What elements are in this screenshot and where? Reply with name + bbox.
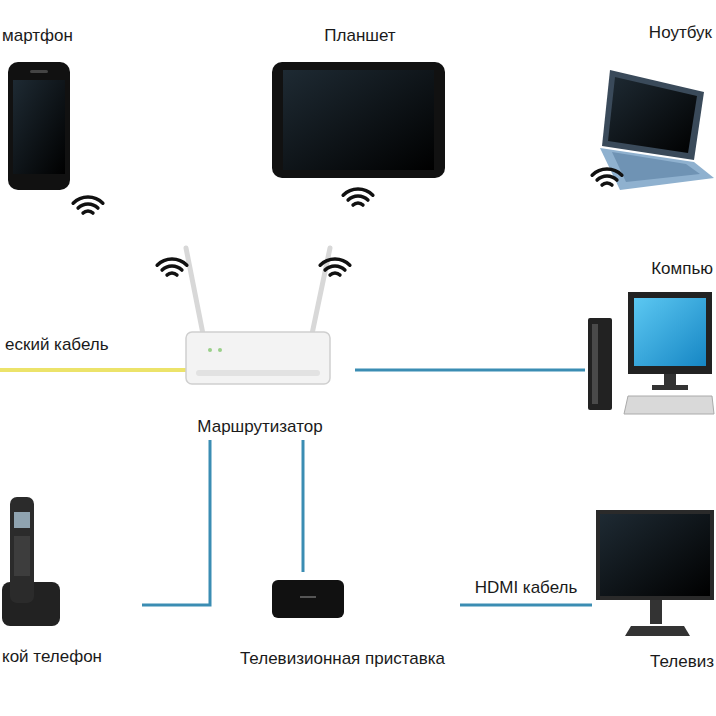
device-label: Телевизионная приставка: [240, 648, 445, 670]
laptop-icon: [608, 77, 697, 153]
router-icon: [186, 248, 203, 334]
cable-label: HDMI кабель: [472, 577, 581, 599]
router-icon: [186, 332, 330, 384]
tv-box-icon: [272, 580, 344, 618]
device-label: Компью: [651, 258, 713, 280]
router-node: Маршрутизатор: [165, 240, 355, 440]
computer-icon: [588, 318, 612, 410]
wifi-sign: [73, 197, 103, 213]
laptop-icon: [612, 152, 700, 182]
wifi-sign: [343, 189, 373, 205]
phone-node: кой телефон: [2, 490, 142, 670]
device-label: мартфон: [2, 25, 73, 47]
tablet-node: Планшет: [265, 25, 455, 185]
wifi-sign: [157, 259, 187, 275]
network-cable: [355, 369, 585, 372]
tv-box-icon: [272, 580, 344, 618]
device-label: Маршрутизатор: [197, 416, 322, 438]
phone-icon: [14, 512, 30, 528]
wifi-sign: [592, 169, 622, 185]
computer-icon: [634, 298, 706, 366]
phone-icon: [2, 497, 60, 626]
smartphone-icon: [13, 80, 65, 174]
network-cable: [302, 440, 305, 572]
router-icon: [218, 348, 222, 352]
wifi-sign: [320, 259, 350, 275]
device-label: Телевиз: [650, 651, 714, 673]
network-cable: [460, 604, 592, 607]
computer-icon: [588, 292, 714, 414]
tv-icon: [596, 510, 714, 636]
router-icon: [186, 248, 330, 384]
computer-icon: [652, 385, 688, 390]
tv-box-node: Телевизионная приставка: [225, 572, 460, 672]
router-icon: [196, 370, 320, 376]
tv-icon: [596, 510, 714, 600]
phone-icon: [10, 497, 34, 603]
tv-icon: [600, 514, 710, 596]
network-cable: [142, 440, 210, 605]
computer-icon: [624, 396, 714, 414]
computer-node: Компью: [585, 258, 713, 418]
tablet-icon: [272, 62, 445, 178]
laptop-icon: [600, 148, 714, 190]
tv-box-icon: [300, 596, 316, 598]
tv-icon: [650, 600, 662, 624]
device-label: Ноутбук: [649, 22, 712, 44]
device-label: кой телефон: [2, 646, 102, 668]
tv-icon: [625, 626, 690, 636]
computer-icon: [664, 374, 676, 386]
laptop-node: Ноутбук: [596, 22, 712, 192]
optical-cable: [0, 368, 187, 372]
tablet-icon: [283, 70, 434, 170]
router-icon: [208, 348, 212, 352]
tv-node: Телевиз: [592, 505, 714, 675]
smartphone-icon: [30, 70, 48, 73]
computer-icon: [628, 292, 712, 374]
device-label: Планшет: [324, 25, 395, 47]
computer-icon: [592, 324, 598, 404]
tablet-icon: [272, 62, 445, 178]
smartphone-node: мартфон: [2, 25, 82, 195]
phone-icon: [14, 536, 30, 576]
laptop-icon: [602, 70, 704, 160]
cable-label: еский кабель: [2, 334, 112, 356]
smartphone-icon: [8, 62, 70, 190]
smartphone-icon: [8, 62, 70, 190]
